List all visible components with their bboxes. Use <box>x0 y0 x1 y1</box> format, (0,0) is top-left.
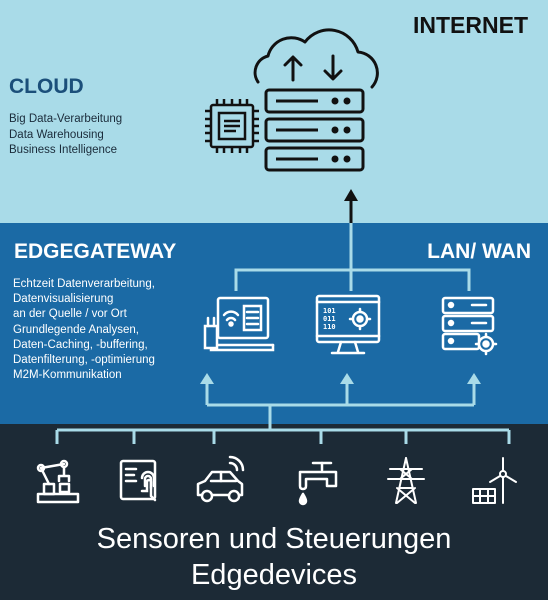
list-item: Data Warehousing <box>9 128 104 141</box>
power-pylon-icon <box>387 457 425 504</box>
list-item: Daten-Caching, -buffering, <box>13 338 148 351</box>
cpu-chip-icon <box>205 99 259 153</box>
list-item: Echtzeit Datenverarbeitung, <box>13 278 155 290</box>
cloud-title: CLOUD <box>9 75 84 98</box>
cloud-capabilities-list: Big Data-Verarbeitung Data Warehousing B… <box>9 112 122 159</box>
svg-text:011: 011 <box>323 315 336 323</box>
wind-turbine-solar-icon <box>472 457 517 504</box>
cloud-upload-download-icon <box>253 28 379 89</box>
edgedevices-title-line-1: Sensoren und Steuerungen <box>96 523 452 555</box>
list-item: Grundlegende Analysen, <box>13 323 139 336</box>
edgedevices-section <box>0 424 548 600</box>
list-item: an der Quelle / vor Ort <box>13 308 127 321</box>
edgedevices-title: Sensoren und Steuerungen Edgedevices <box>0 521 548 593</box>
water-tap-icon <box>298 461 338 506</box>
robot-arm-icon <box>36 459 80 504</box>
list-item: Big Data-Verarbeitung <box>9 113 123 125</box>
router-laptop-icon <box>203 296 275 352</box>
internet-title: INTERNET <box>413 12 528 38</box>
svg-text:110: 110 <box>323 323 336 331</box>
arrowhead-up-icon <box>467 373 481 384</box>
device-to-gateway-connectors <box>55 373 511 444</box>
edgegateway-capabilities-list: Echtzeit Datenverarbeitung, Datenvisuali… <box>13 277 155 383</box>
edgegateway-title: EDGEGATEWAY <box>14 240 177 263</box>
list-item: Datenvisualisierung <box>13 293 114 306</box>
list-item: Datenfilterung, -optimierung <box>13 354 155 367</box>
arrowhead-up-icon <box>344 189 358 201</box>
list-item: M2M-Kommunikation <box>13 369 122 382</box>
lan-wan-title: LAN/ WAN <box>427 240 531 263</box>
server-rack-icon <box>264 88 365 172</box>
svg-text:101: 101 <box>323 307 336 315</box>
gateway-to-cloud-connectors <box>234 189 471 291</box>
arrowhead-up-icon <box>200 373 214 384</box>
fingerprint-tablet-icon <box>119 459 157 502</box>
monitor-binary-gear-icon <box>315 294 381 355</box>
list-item: Business Intelligence <box>9 144 118 156</box>
arrowhead-up-icon <box>340 373 354 384</box>
edgedevices-title-line-2: Edgedevices <box>190 559 358 591</box>
binary-digits: 101 011 110 <box>323 307 336 331</box>
connected-car-icon <box>196 455 245 503</box>
edgegateway-section <box>0 223 548 424</box>
server-gear-icon <box>441 296 498 356</box>
